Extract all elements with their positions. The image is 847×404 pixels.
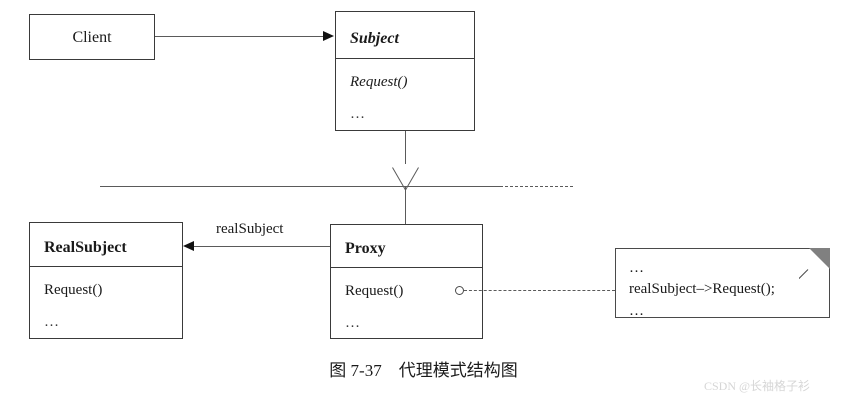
class-box-subject[interactable]: Subject Request() … xyxy=(335,11,475,131)
class-box-proxy[interactable]: Proxy Request() … xyxy=(330,224,483,339)
connector-proxy-to-realsubject xyxy=(194,246,330,247)
note-anchor-circle-icon xyxy=(455,286,464,295)
class-name-subject: Subject xyxy=(350,30,399,47)
class-member-proxy-ellipsis: … xyxy=(345,315,362,331)
class-member-subject-ellipsis: … xyxy=(350,106,367,122)
class-divider-realsubject xyxy=(30,266,182,267)
class-name-realsubject: RealSubject xyxy=(44,239,127,256)
note-fold-corner-icon xyxy=(809,248,830,269)
arrowhead-proxy-to-realsubject xyxy=(183,241,194,251)
note-line-top: … xyxy=(629,260,646,276)
note-box-proxy-request-body[interactable]: … realSubject–>Request(); … xyxy=(615,248,830,319)
figure-caption: 图 7-37 代理模式结构图 xyxy=(329,361,518,380)
class-member-subject-request: Request() xyxy=(350,74,408,90)
class-name-proxy: Proxy xyxy=(345,240,386,257)
class-member-realsubject-ellipsis: … xyxy=(44,314,61,330)
class-box-realsubject[interactable]: RealSubject Request() … xyxy=(29,222,183,339)
class-box-client[interactable]: Client xyxy=(29,14,155,60)
class-divider-subject xyxy=(336,58,474,59)
connector-proxy-to-note xyxy=(464,290,615,291)
watermark-text: CSDN @长袖格子衫 xyxy=(704,379,811,393)
generalization-bus-solid xyxy=(100,186,503,187)
note-line-body: realSubject–>Request(); xyxy=(629,281,775,297)
connector-client-to-subject xyxy=(155,36,323,37)
note-line-bottom: … xyxy=(629,303,646,319)
association-label-realsubject: realSubject xyxy=(216,221,284,237)
class-member-realsubject-request: Request() xyxy=(44,282,103,298)
arrowhead-client-to-subject xyxy=(323,31,334,41)
generalization-stem-lower xyxy=(405,186,406,224)
class-name-client: Client xyxy=(72,29,112,46)
class-divider-proxy xyxy=(331,267,482,268)
class-member-proxy-request: Request() xyxy=(345,283,404,299)
generalization-bus-dashed xyxy=(505,186,573,187)
generalization-stem-upper xyxy=(405,131,406,164)
